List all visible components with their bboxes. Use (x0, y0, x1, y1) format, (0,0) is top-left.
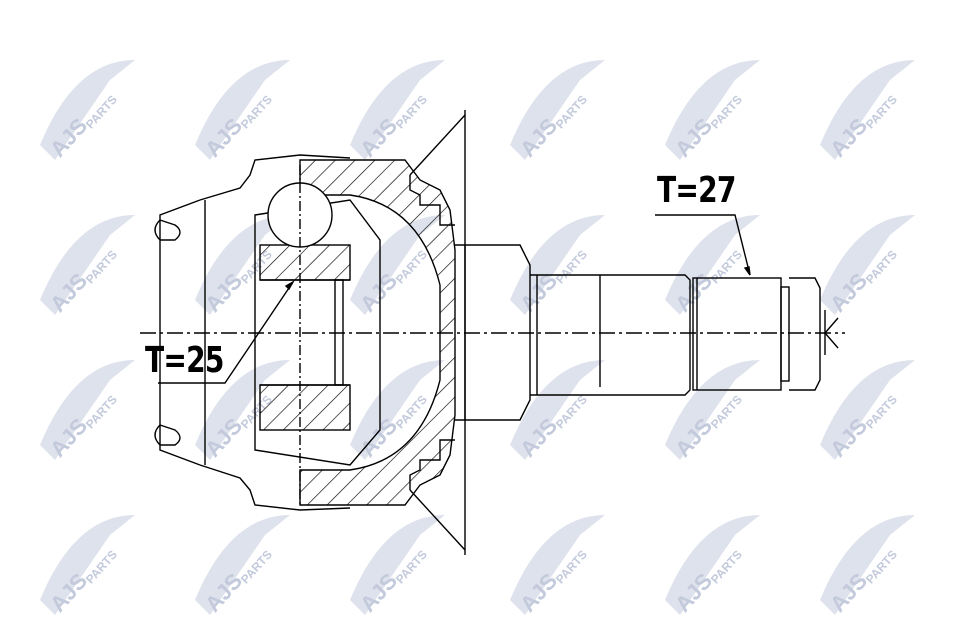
inner-race-lower (259, 384, 351, 431)
inner-race-upper (259, 244, 351, 281)
bearing-cage (254, 199, 381, 466)
dimension-label-inner-spline: T=25 (145, 340, 224, 381)
leader-t27 (655, 214, 751, 276)
dimension-label-outer-spline: T=27 (657, 170, 736, 211)
leader-t25 (158, 281, 294, 384)
boot-outline (159, 199, 201, 466)
thread-end (789, 277, 821, 391)
stub-shaft (530, 274, 691, 396)
outer-splines (692, 277, 782, 391)
stub-shaft-collar (455, 244, 531, 421)
